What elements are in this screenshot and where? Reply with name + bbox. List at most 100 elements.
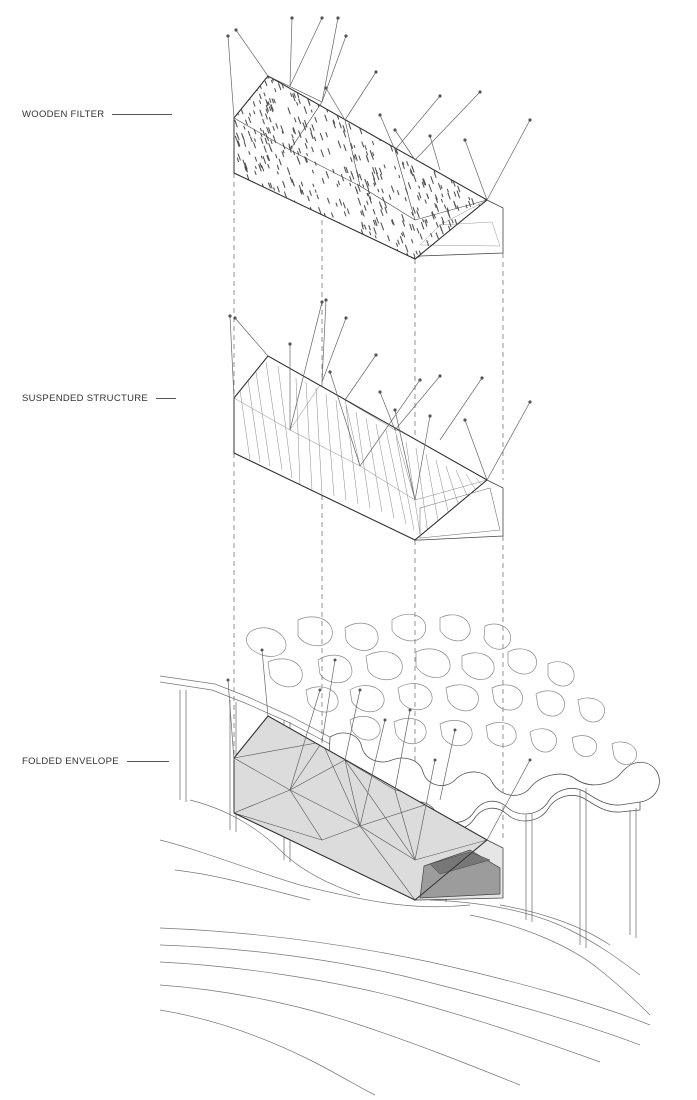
wood-slat: [242, 199, 245, 204]
wood-slat: [271, 207, 275, 214]
wood-slat: [379, 167, 383, 175]
wood-slat: [271, 107, 274, 111]
wood-slat: [300, 230, 304, 237]
wood-slat: [395, 149, 398, 154]
wood-slat: [399, 78, 402, 83]
wood-slat: [260, 133, 263, 138]
wood-slat: [442, 107, 446, 113]
wood-slat: [497, 137, 498, 141]
wood-slat: [491, 186, 492, 189]
wood-slat: [325, 132, 328, 138]
wood-slat: [431, 164, 434, 169]
wood-slat: [415, 250, 418, 255]
wood-slat: [293, 213, 296, 219]
wood-slat: [419, 233, 423, 240]
wood-slat: [248, 151, 251, 155]
wood-slat: [266, 228, 270, 236]
wood-slat: [369, 84, 373, 91]
wood-slat: [230, 165, 232, 169]
wood-slat: [410, 84, 413, 90]
wood-slat: [231, 114, 233, 121]
wood-slat: [343, 144, 347, 152]
wood-slat: [372, 167, 376, 174]
wood-slat: [374, 260, 375, 263]
wood-slat: [313, 76, 316, 82]
wood-slat: [231, 152, 232, 156]
label-folded-envelope-leader: [126, 761, 169, 762]
wood-slat: [478, 172, 482, 178]
wood-slat: [369, 116, 372, 120]
wood-slat: [307, 195, 310, 202]
wood-slat: [385, 76, 388, 79]
wood-slat: [243, 141, 247, 147]
structure-anchor-points: [228, 298, 532, 422]
wood-slat: [230, 131, 232, 137]
wood-slat: [248, 116, 252, 124]
wood-slat: [374, 219, 378, 227]
wood-slat: [263, 238, 267, 247]
wood-slat: [430, 233, 433, 238]
wood-slat: [386, 115, 389, 120]
wood-slat: [493, 133, 494, 137]
wood-slat: [266, 243, 269, 248]
wood-slat: [262, 130, 265, 136]
filter-anchor-points: [226, 16, 532, 142]
wood-slat: [395, 147, 399, 155]
wood-slat: [338, 90, 341, 95]
wood-slat: [265, 108, 269, 114]
wood-slat: [391, 218, 395, 226]
wood-slat: [333, 227, 336, 231]
wood-slat: [314, 257, 318, 259]
wood-slat: [386, 111, 389, 118]
wood-slat: [335, 252, 338, 256]
wood-slat: [369, 231, 372, 236]
wood-slat: [417, 195, 420, 201]
wood-slat: [451, 159, 454, 163]
wood-slat: [467, 128, 470, 132]
wood-slat: [482, 256, 485, 259]
wood-slat: [259, 250, 263, 257]
wood-slat: [292, 127, 296, 135]
wood-slat: [234, 83, 237, 88]
wood-slat: [311, 146, 314, 153]
wood-slat: [375, 262, 377, 266]
wood-slat: [479, 186, 482, 192]
wood-slat: [282, 180, 286, 188]
wood-slat: [497, 86, 499, 92]
wood-slat: [481, 95, 485, 102]
wood-slat: [349, 176, 352, 182]
wood-slat: [361, 141, 365, 148]
wood-slat: [488, 118, 490, 124]
wood-slat: [447, 192, 451, 200]
wood-slat: [441, 193, 444, 198]
wood-slat: [390, 95, 394, 102]
wood-slat: [499, 142, 501, 148]
wood-slat: [255, 184, 258, 190]
wood-slat: [364, 114, 368, 121]
wood-slat: [363, 224, 367, 230]
wood-slat: [411, 211, 414, 216]
wood-slat: [288, 220, 292, 227]
wood-slat: [441, 216, 445, 224]
wood-slat: [450, 138, 454, 145]
wood-slat: [375, 172, 380, 181]
wood-slat: [249, 76, 253, 77]
wood-slat: [361, 113, 365, 121]
wood-slat: [360, 99, 364, 107]
wood-slat: [421, 107, 425, 114]
wood-slat: [468, 176, 472, 183]
wood-slat: [434, 194, 438, 201]
structure-cables: [229, 299, 531, 501]
wood-slat: [270, 105, 274, 113]
wood-slat: [270, 247, 273, 251]
wood-slat: [296, 101, 299, 106]
wood-slat: [325, 241, 329, 248]
wood-slat: [338, 239, 342, 247]
wood-slat: [440, 185, 443, 189]
wood-slat: [242, 159, 246, 167]
wood-slat: [350, 86, 355, 95]
wood-slat: [495, 189, 496, 193]
wood-slat: [279, 254, 283, 259]
wood-slat: [391, 219, 394, 225]
wood-slat: [337, 140, 342, 149]
